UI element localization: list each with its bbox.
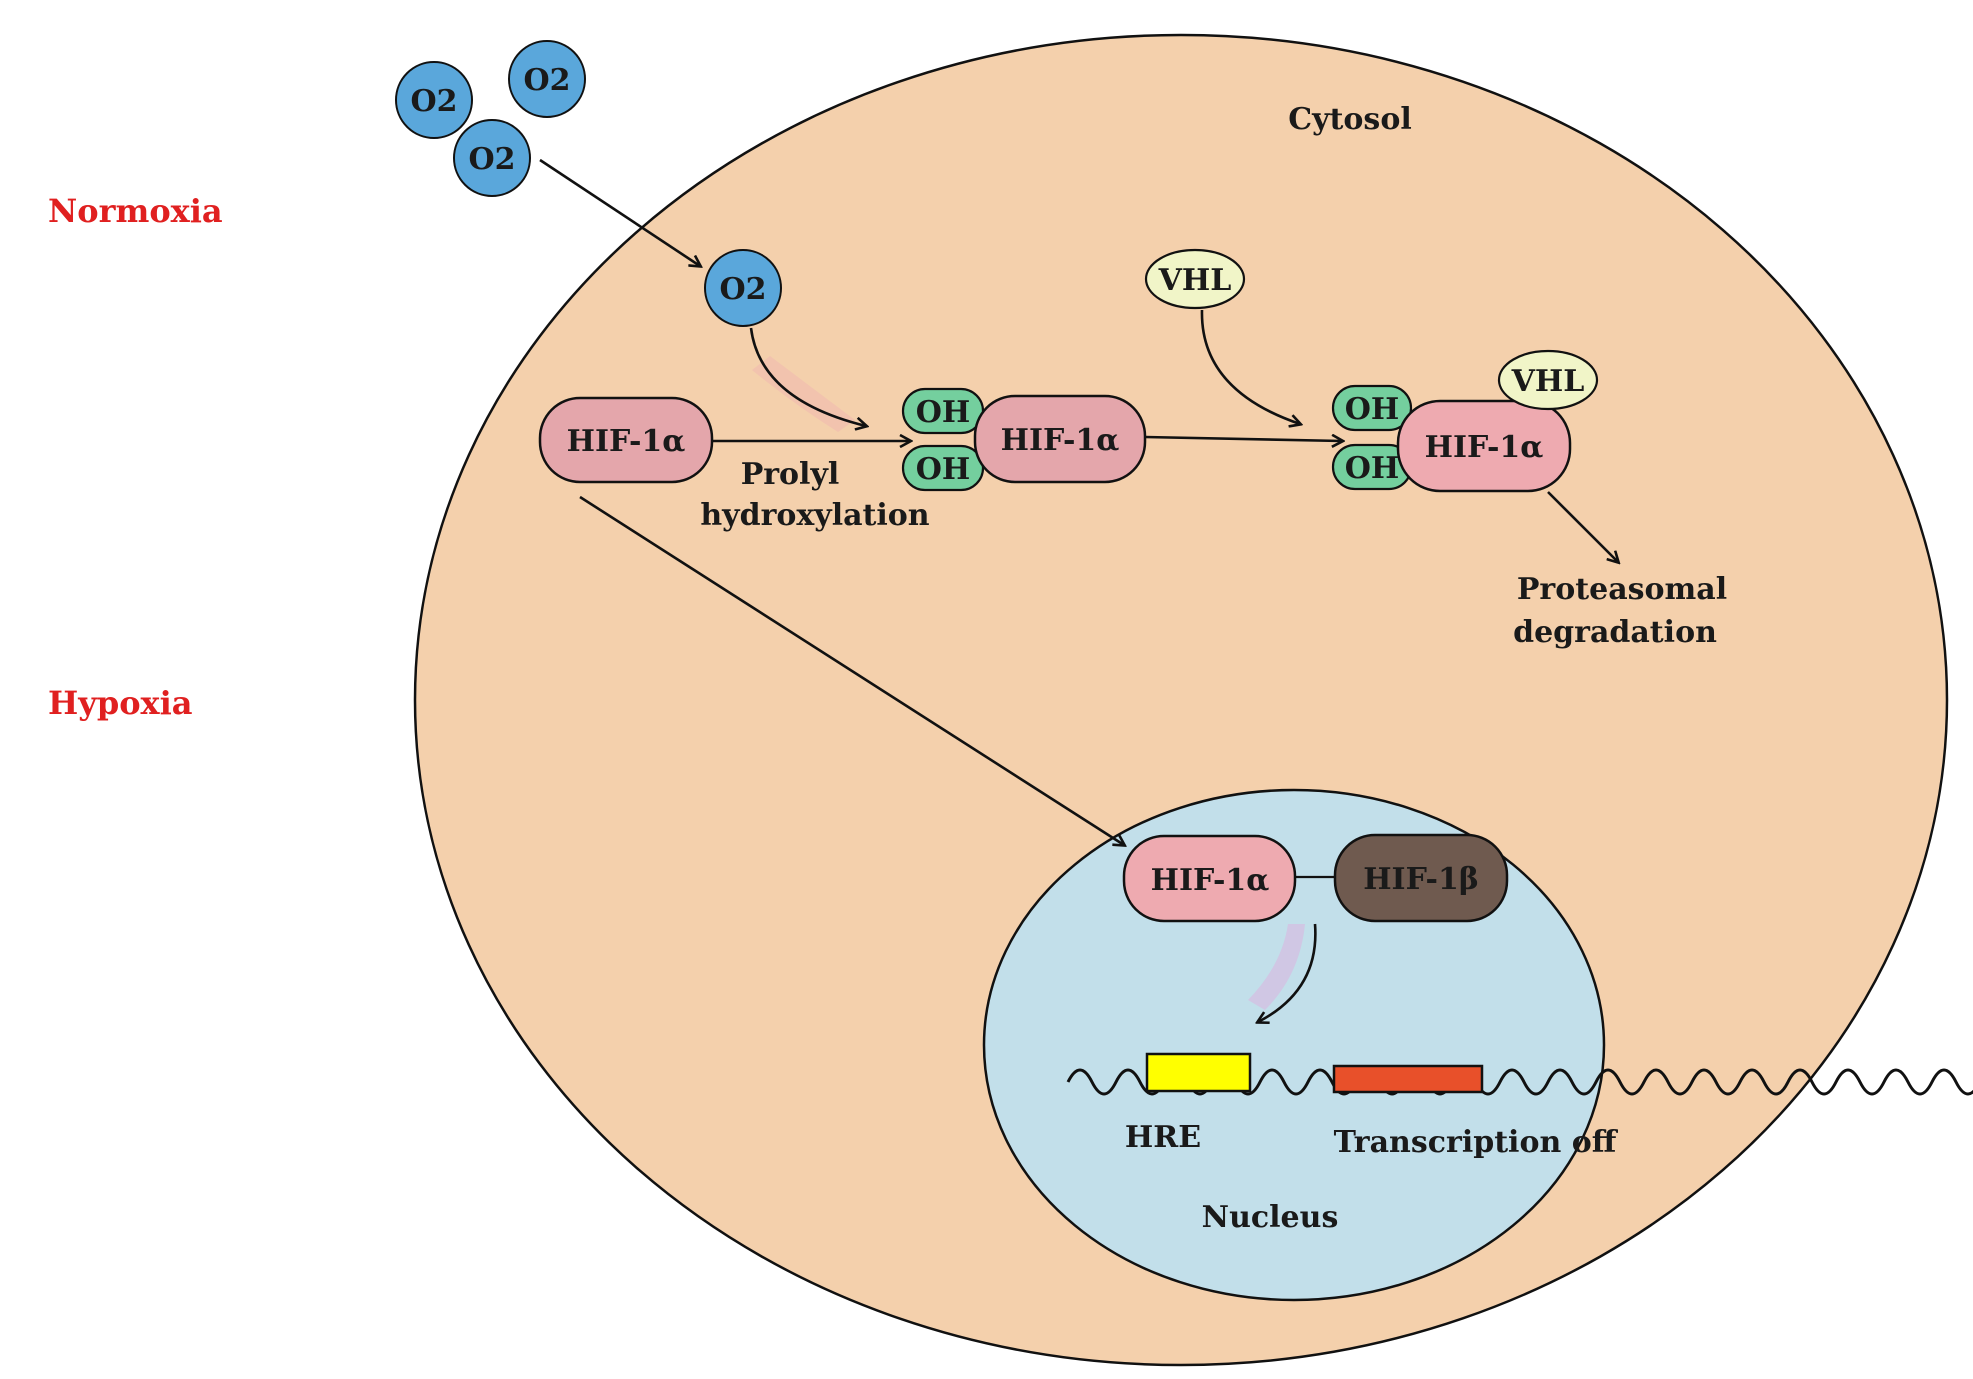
hif1a-nuclear: HIF-1α <box>1122 834 1297 923</box>
to-vhl-binding-arrow <box>1144 437 1342 441</box>
o2-flow-shade <box>752 356 855 432</box>
o2-molecule-cytosol: O2 <box>704 249 782 327</box>
prolyl-label: Prolyl <box>741 457 840 492</box>
vhl-protein-bound: VHL <box>1497 349 1599 411</box>
oh-group: OH <box>901 387 985 435</box>
hif1a-hydroxylated: HIF-1α <box>973 394 1147 484</box>
binding-flow-shade <box>1248 924 1305 1010</box>
cytosol-label: Cytosol <box>1288 102 1411 137</box>
svg-text:VHL: VHL <box>1511 364 1585 399</box>
proteasomal-label: Proteasomal <box>1517 572 1727 607</box>
svg-text:O2: O2 <box>719 272 766 307</box>
vhl-binding-arrow <box>1200 309 1300 424</box>
hre-box <box>1145 1052 1252 1093</box>
transcription-off-label: Transcription off <box>1334 1125 1619 1160</box>
svg-text:HIF-1α: HIF-1α <box>1001 423 1120 458</box>
oh-group: OH <box>1331 443 1413 491</box>
normoxia-label: Normoxia <box>48 192 223 230</box>
oh-group: OH <box>901 444 985 492</box>
o2-molecule: O2 <box>508 40 586 118</box>
o2-to-hydroxylation-arrow <box>749 327 866 426</box>
svg-text:VHL: VHL <box>1158 263 1232 298</box>
svg-text:OH: OH <box>916 395 970 430</box>
hif1a-vhl-bound: HIF-1α <box>1396 399 1572 493</box>
hypoxia-label: Hypoxia <box>48 684 193 722</box>
svg-text:HIF-1α: HIF-1α <box>567 424 686 459</box>
svg-text:OH: OH <box>1345 451 1399 486</box>
o2-molecule: O2 <box>395 61 473 139</box>
degradation-arrow <box>1547 491 1618 562</box>
svg-text:O2: O2 <box>468 142 515 177</box>
hre-label: HRE <box>1125 1120 1201 1155</box>
hif1b-protein: HIF-1β <box>1333 833 1509 923</box>
svg-text:OH: OH <box>1345 392 1399 427</box>
oh-group: OH <box>1331 384 1413 432</box>
svg-text:O2: O2 <box>523 63 570 98</box>
nucleus-label: Nucleus <box>1202 1200 1339 1235</box>
target-gene-box <box>1332 1064 1484 1094</box>
svg-text:O2: O2 <box>410 84 457 119</box>
svg-text:HIF-1β: HIF-1β <box>1363 862 1479 897</box>
hydroxylation-label: hydroxylation <box>700 498 929 533</box>
nuclear-translocation-arrow <box>579 495 1124 845</box>
o2-entry-arrow <box>539 158 700 266</box>
hif1a-protein: HIF-1α <box>538 396 714 484</box>
degradation-label: degradation <box>1513 615 1717 650</box>
svg-text:HIF-1α: HIF-1α <box>1151 863 1270 898</box>
o2-molecule: O2 <box>453 119 531 197</box>
svg-text:HIF-1α: HIF-1α <box>1425 430 1544 465</box>
dna-binding-arrow <box>1258 923 1317 1022</box>
svg-text:OH: OH <box>916 452 970 487</box>
vhl-protein: VHL <box>1144 248 1246 310</box>
